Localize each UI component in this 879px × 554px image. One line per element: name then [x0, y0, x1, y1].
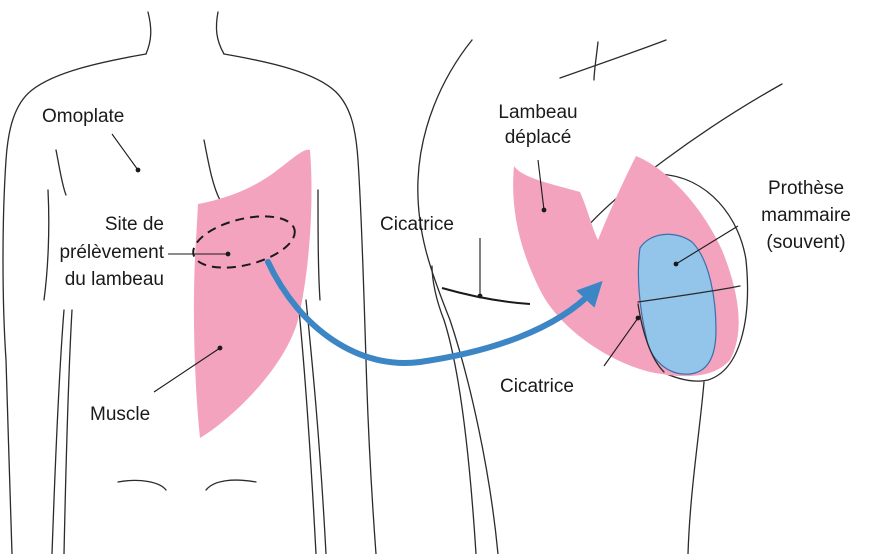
label-lambeau-line1: Lambeau — [498, 102, 577, 123]
side-scar-line — [442, 288, 530, 304]
label-site-line1: Site de — [105, 214, 164, 235]
label-site-line3: du lambeau — [65, 269, 164, 290]
label-omoplate: Omoplate — [42, 106, 124, 127]
muscle-shape — [194, 150, 312, 438]
label-cicatrice-left: Cicatrice — [380, 214, 454, 235]
label-lambeau-line2: déplacé — [505, 127, 572, 148]
label-cicatrice-bottom: Cicatrice — [500, 376, 574, 397]
label-prothese-line2: mammaire — [761, 205, 851, 226]
label-prothese-line3: (souvent) — [766, 232, 845, 253]
label-muscle: Muscle — [90, 404, 150, 425]
label-site-line2: prélèvement — [59, 242, 164, 263]
back-figure — [3, 12, 376, 554]
label-prothese-line1: Prothèse — [768, 178, 844, 199]
